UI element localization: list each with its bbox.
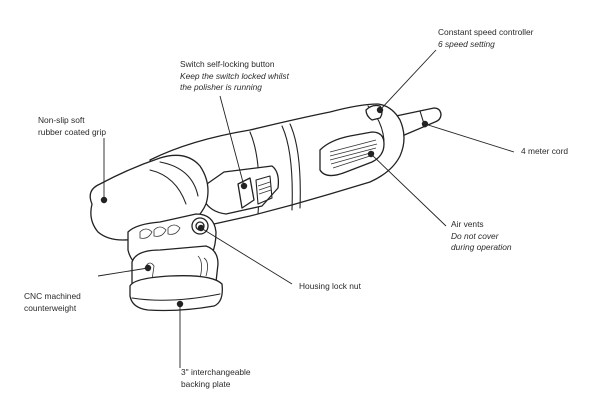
switch-assembly: [203, 165, 280, 215]
label-speed-controller: Constant speed controller 6 speed settin…: [438, 27, 533, 50]
label-backing-plate: 3" interchangeable backing plate: [181, 367, 251, 390]
grip-name-1: Non-slip soft: [38, 115, 85, 125]
counterweight-name-1: CNC machined: [24, 291, 81, 301]
leader-lines: [97, 49, 515, 368]
label-air-vents: Air vents Do not cover during operation: [451, 219, 512, 254]
label-switch-button: Switch self-locking button Keep the swit…: [180, 59, 289, 94]
air-vents-note-2: during operation: [451, 242, 512, 252]
backing-plate-name-1: 3" interchangeable: [181, 367, 251, 377]
counterweight-name-2: counterweight: [24, 302, 77, 313]
air-vents-note-1: Do not cover: [451, 230, 499, 241]
backing-plate-name-2: backing plate: [181, 378, 231, 389]
switch-button-note-1: Keep the switch locked whilst: [180, 70, 289, 81]
lock-nut-name: Housing lock nut: [299, 281, 361, 291]
label-grip: Non-slip soft rubber coated grip: [38, 115, 106, 138]
switch-button-note-2: the polisher is running: [180, 82, 262, 92]
label-counterweight: CNC machined counterweight: [24, 291, 81, 314]
cord-name: 4 meter cord: [521, 146, 569, 156]
grip-name-2: rubber coated grip: [38, 126, 106, 137]
speed-controller-note: 6 speed setting: [438, 38, 495, 49]
speed-controller-name: Constant speed controller: [438, 27, 534, 37]
air-vents-name: Air vents: [451, 219, 484, 229]
label-lock-nut: Housing lock nut: [299, 281, 361, 293]
air-vents: [319, 131, 385, 177]
leader-dots: [100, 106, 429, 308]
label-cord: 4 meter cord: [521, 146, 568, 158]
switch-button-name: Switch self-locking button: [180, 59, 275, 69]
backing-plate: [129, 275, 223, 312]
